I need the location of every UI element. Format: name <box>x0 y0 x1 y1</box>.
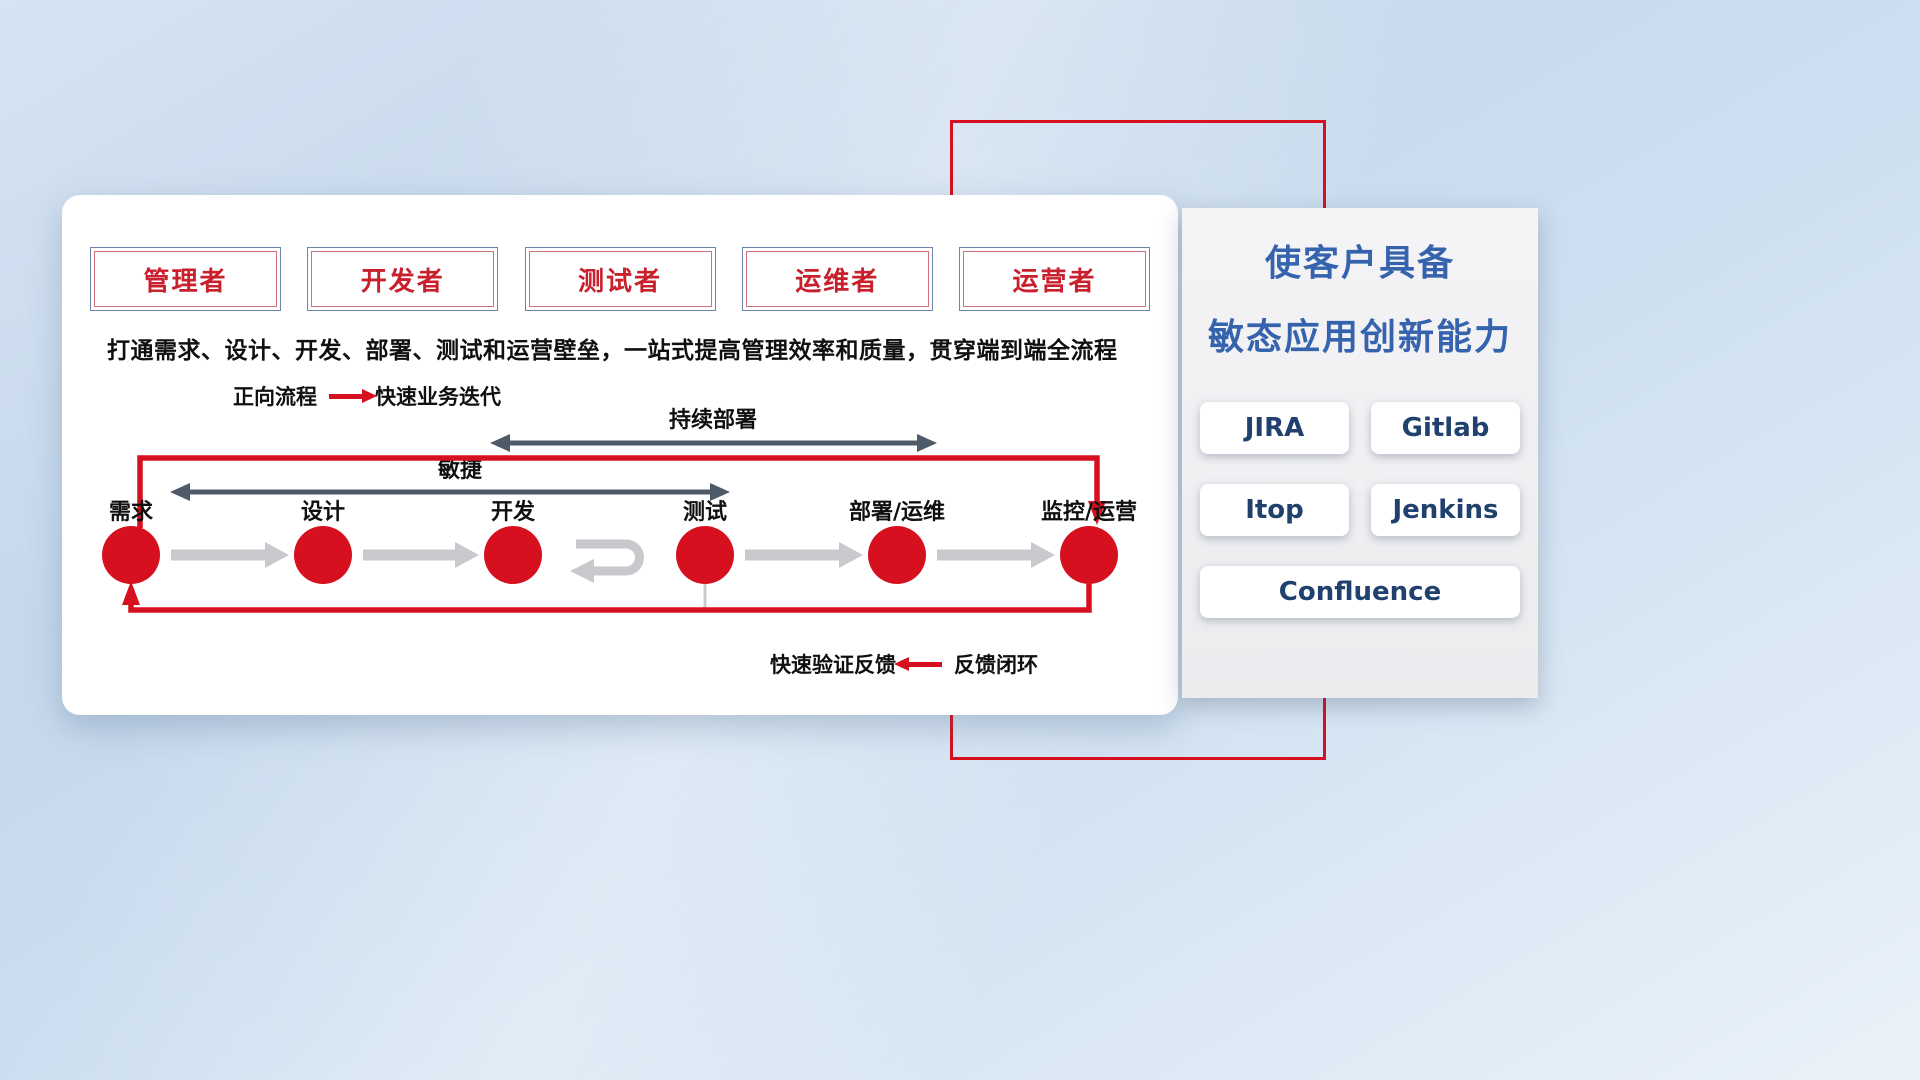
flow-node-circle <box>102 526 160 584</box>
tool-box-gitlab: Gitlab <box>1371 402 1520 454</box>
forward-flow-value: 快速业务迭代 <box>375 385 501 409</box>
flow-node-label-design: 设计 <box>300 500 346 525</box>
feedback-legend-value: 反馈闭环 <box>954 653 1038 677</box>
flow-node-circles <box>102 526 1118 584</box>
tool-box-jira: JIRA <box>1200 402 1349 454</box>
flow-node-label-monitor-operations: 监控/运营 <box>1040 500 1138 525</box>
flow-node-label-deploy-ops: 部署/运维 <box>848 500 946 525</box>
panel-title-line2: 敏态应用创新能力 <box>1207 317 1512 358</box>
forward-flow-label: 正向流程 <box>233 385 317 409</box>
tool-box-confluence: Confluence <box>1200 566 1520 618</box>
tools-panel: 使客户具备 敏态应用创新能力 JIRA Gitlab Itop Jenkins … <box>1182 208 1538 698</box>
flow-arrows <box>171 542 1055 568</box>
role-box-manager: 管理者 <box>90 247 281 311</box>
tool-box-jenkins: Jenkins <box>1371 484 1520 536</box>
feedback-legend: 快速验证反馈 反馈闭环 <box>770 649 1038 679</box>
flow-node-circle <box>868 526 926 584</box>
role-box-operator: 运营者 <box>959 247 1150 311</box>
tool-box-itop: Itop <box>1200 484 1349 536</box>
agile-label: 敏捷 <box>437 458 483 483</box>
role-box-ops: 运维者 <box>741 247 933 311</box>
role-box-tester: 测试者 <box>524 247 716 311</box>
flow-node-circle <box>294 526 352 584</box>
agile-double-arrow <box>170 483 730 501</box>
forward-arrow-icon <box>329 388 377 403</box>
flow-node-circle <box>484 526 542 584</box>
role-box-developer: 开发者 <box>307 247 499 311</box>
flow-node-label-testing: 测试 <box>682 500 728 525</box>
feedback-arrow-icon <box>894 656 942 671</box>
tools-grid: JIRA Gitlab Itop Jenkins Confluence <box>1200 402 1520 618</box>
flow-node-label-development: 开发 <box>490 500 536 525</box>
continuous-deploy-label: 持续部署 <box>668 408 758 433</box>
forward-loop-line <box>137 455 1106 528</box>
flow-node-circle <box>1060 526 1118 584</box>
feedback-loop-line <box>122 581 1092 613</box>
roles-row: 管理者 开发者 测试者 运维者 运营者 <box>90 247 1150 311</box>
forward-flow-legend: 正向流程 快速业务迭代 <box>233 381 501 411</box>
panel-title-line1: 使客户具备 <box>1264 243 1455 284</box>
devops-flow-card: 管理者 开发者 测试者 运维者 运营者 打通需求、设计、开发、部署、测试和运营壁… <box>62 195 1178 715</box>
flow-node-label-requirements: 需求 <box>108 500 154 525</box>
deploy-double-arrow <box>490 434 937 452</box>
iteration-loop-icon <box>570 539 644 583</box>
flow-node-circle <box>676 526 734 584</box>
feedback-legend-label: 快速验证反馈 <box>770 653 896 677</box>
card-description: 打通需求、设计、开发、部署、测试和运营壁垒，一站式提高管理效率和质量，贯穿端到端… <box>107 338 1118 364</box>
